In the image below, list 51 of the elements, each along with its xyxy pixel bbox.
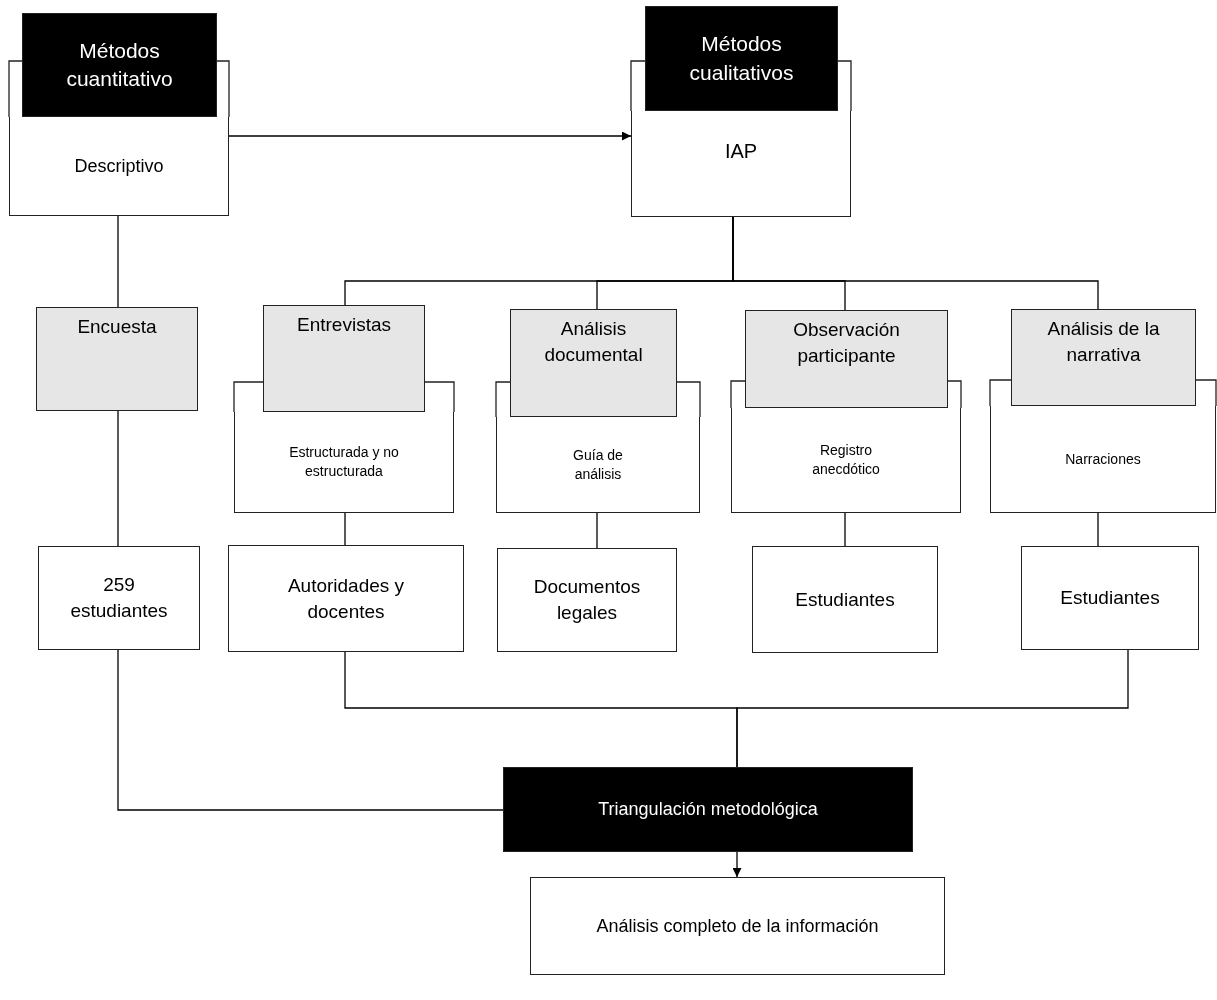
node-text: Métodos cualitativos [688, 31, 795, 86]
header-box [503, 767, 913, 852]
connector-line [596, 512, 598, 549]
category-box [745, 310, 948, 408]
header-box [645, 6, 838, 111]
node-text: Análisis de la narrativa [1046, 317, 1161, 367]
category-box [36, 307, 198, 411]
node-text: Descriptivo [74, 154, 164, 178]
node-text: Entrevistas [297, 313, 391, 337]
node-text: Encuesta [77, 315, 157, 339]
arrow [732, 851, 742, 878]
node-text: Estudiantes [795, 587, 895, 612]
node-text: Autoridades y docentes [286, 573, 406, 624]
node-text: Guía de análisis [572, 445, 624, 484]
node-text: Narraciones [1065, 449, 1141, 469]
node-text: Análisis completo de la información [596, 914, 879, 938]
node-text: IAP [724, 139, 758, 164]
node-text: Triangulación metodológica [598, 798, 818, 822]
category-box [263, 305, 425, 412]
method-box [990, 406, 1216, 513]
process-box [1021, 546, 1199, 650]
node-text: Estudiantes [1060, 586, 1160, 611]
process-box [752, 546, 938, 653]
process-box [38, 546, 200, 650]
connector-line [736, 649, 1129, 768]
connector-line [117, 410, 119, 547]
connector-line [117, 649, 504, 811]
connector-line [1097, 512, 1099, 547]
node-text: Documentos legales [532, 575, 642, 625]
process-box [530, 877, 945, 975]
node-text: Registro anecdótico [811, 441, 881, 479]
node-text: Análisis documental [543, 317, 644, 367]
category-box [510, 309, 677, 417]
node-text: 259 estudiantes [69, 573, 169, 623]
connector-line [117, 215, 119, 308]
connector-line [344, 512, 346, 546]
node-text: Estructurada y no estructurada [288, 443, 400, 481]
connector-line [844, 512, 846, 547]
node-text: Métodos cuantitativo [65, 37, 174, 92]
method-box [631, 111, 851, 217]
method-box [496, 417, 700, 513]
connector-line [732, 216, 1099, 310]
header-box [22, 13, 217, 117]
arrow [228, 131, 632, 141]
method-box [731, 408, 961, 513]
process-box [497, 548, 677, 652]
process-box [228, 545, 464, 652]
category-box [1011, 309, 1196, 406]
node-text: Observación participante [792, 318, 901, 368]
method-box [9, 117, 229, 216]
method-box [234, 412, 454, 513]
